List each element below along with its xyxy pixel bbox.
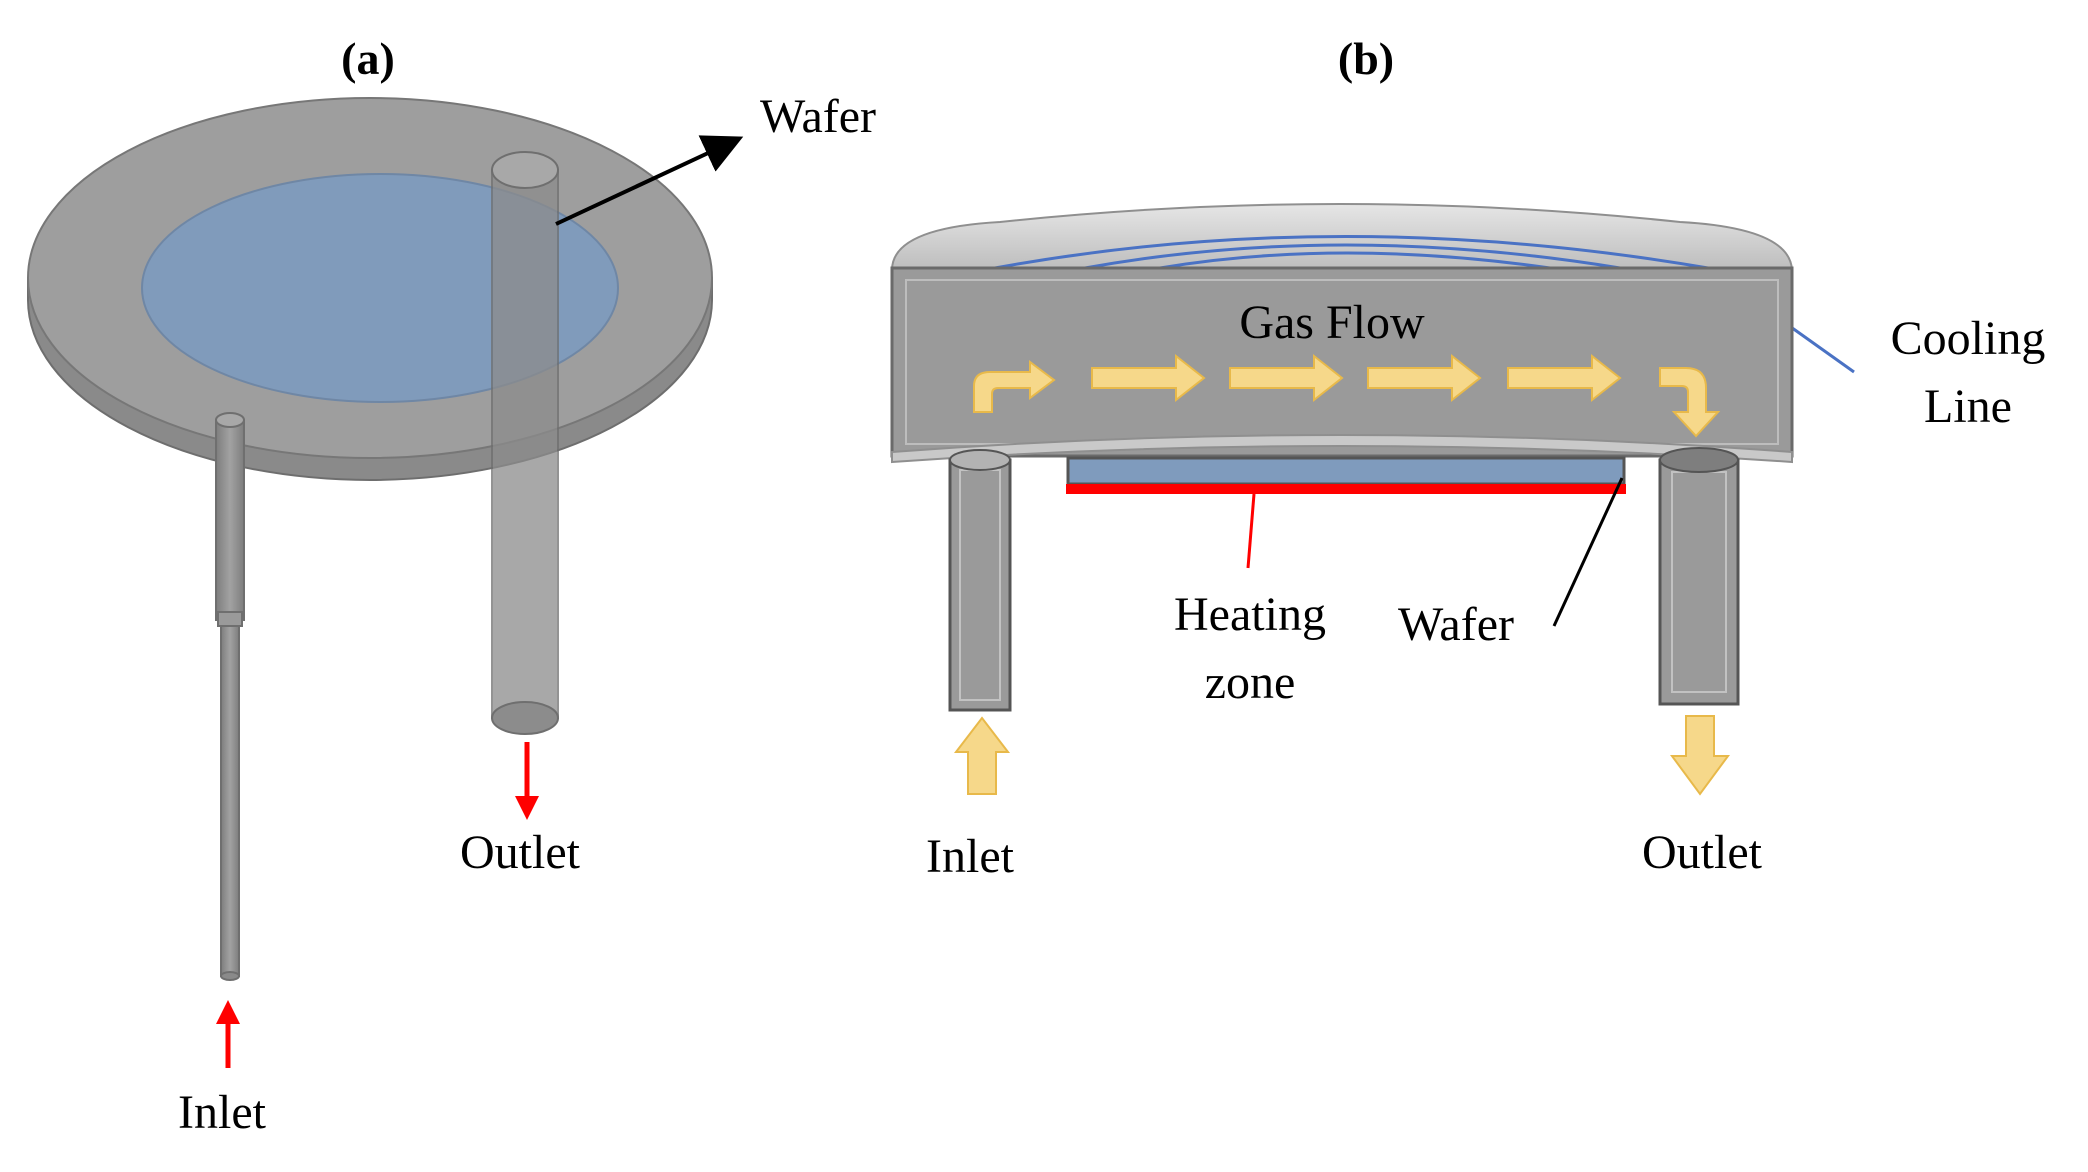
heating-zone-pointer — [1246, 493, 1256, 569]
flow-arrow-1 — [1091, 353, 1206, 403]
inlet-pipe-b — [948, 449, 1012, 712]
outlet-pipe-b — [1658, 447, 1740, 706]
outlet-label-b: Outlet — [1642, 826, 1763, 879]
wafer-plate — [1066, 456, 1626, 486]
wafer-label-b: Wafer — [1398, 598, 1514, 651]
flow-arrow-turn-up — [973, 360, 1056, 413]
panel-a: (a) Wafer Outlet — [27, 33, 876, 1139]
panel-b: (b) Gas Flow — [890, 33, 2046, 883]
inlet-label-a: Inlet — [178, 1086, 267, 1139]
wafer-label-a: Wafer — [760, 90, 876, 143]
outlet-arrow-b — [1670, 715, 1730, 796]
inlet-arrow-a — [216, 1000, 240, 1068]
gas-flow-arrows — [973, 353, 1721, 438]
panel-a-label: (a) — [341, 33, 395, 84]
gas-flow-label: Gas Flow — [1239, 296, 1425, 349]
heating-zone-bar — [1066, 484, 1626, 494]
cooling-line-label-2: Line — [1924, 380, 2012, 433]
wafer-pointer-b — [1552, 477, 1624, 627]
wafer-pointer-arrow — [555, 135, 744, 226]
heating-zone-label-2: zone — [1205, 656, 1296, 709]
flow-arrow-turn-down — [1659, 367, 1721, 438]
outlet-tube — [491, 151, 559, 735]
inlet-label-b: Inlet — [926, 830, 1015, 883]
inlet-tube — [215, 412, 245, 981]
flow-arrow-4 — [1507, 353, 1622, 403]
flow-arrow-2 — [1229, 353, 1344, 403]
panel-b-label: (b) — [1338, 33, 1394, 84]
inlet-arrow-b — [953, 716, 1011, 795]
outlet-arrow-a — [515, 742, 539, 820]
heating-zone-label-1: Heating — [1174, 588, 1326, 641]
cooling-line-label-1: Cooling — [1891, 312, 2046, 365]
chamber-body — [890, 266, 1794, 464]
flow-arrow-3 — [1367, 353, 1482, 403]
susceptor-disk — [27, 97, 713, 481]
outlet-label-a: Outlet — [460, 826, 581, 879]
